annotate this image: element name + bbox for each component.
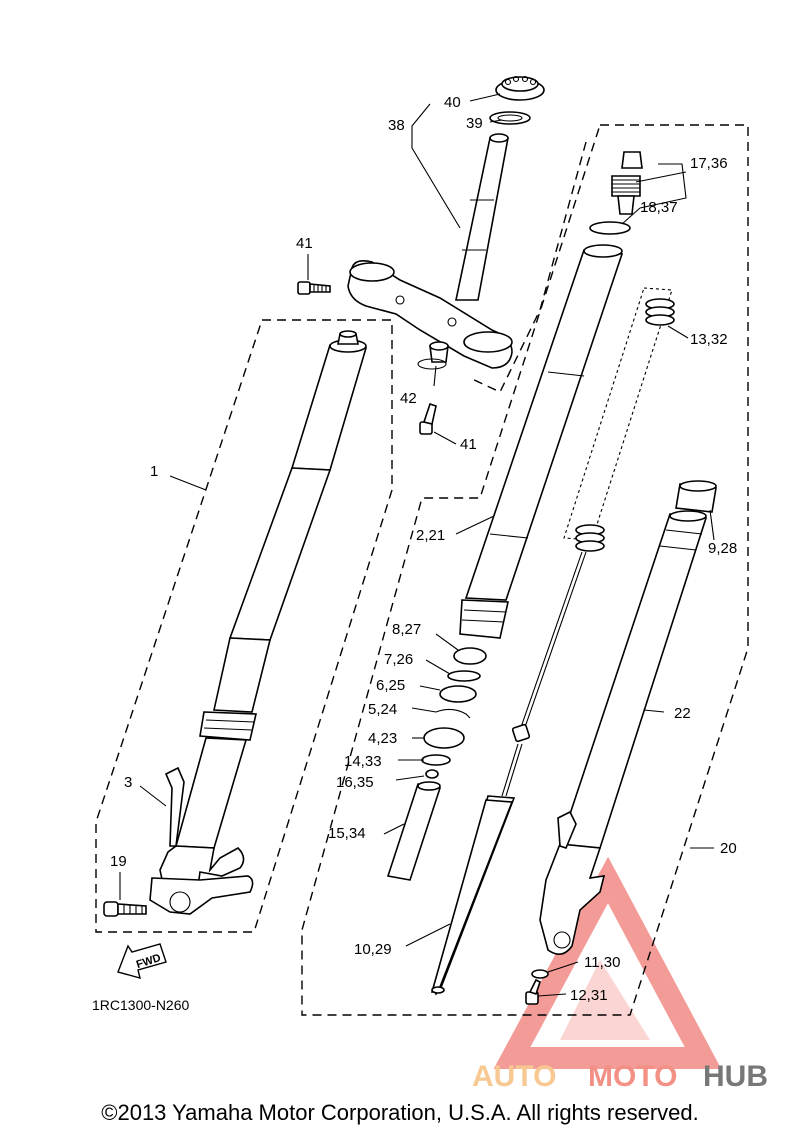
label-38: 38: [388, 117, 405, 134]
cap-bolt-17-36: [611, 151, 643, 215]
label-4-23: 4,23: [368, 730, 397, 747]
clip-5-24: [435, 708, 471, 719]
seal-8-27: [453, 647, 487, 665]
fork-spring-13-32: [563, 287, 675, 552]
o-ring-18-37: [589, 221, 631, 235]
watermark-logo: AUTO MOTO HUB: [472, 856, 768, 1093]
fork-assembly-1: [149, 330, 368, 915]
assembly-20-outline: [301, 124, 749, 1016]
watermark-auto: AUTO: [472, 1060, 556, 1093]
label-15-34: 15,34: [328, 825, 366, 842]
label-12-31: 12,31: [570, 987, 608, 1004]
label-41-upper: 41: [296, 235, 313, 252]
washer-11-30: [531, 969, 549, 979]
label-40: 40: [444, 94, 461, 111]
label-18-37: 18,37: [640, 199, 678, 216]
ring-14-33: [421, 754, 451, 766]
steering-stem: [455, 75, 545, 301]
label-13-32: 13,32: [690, 331, 728, 348]
seal-6-25: [439, 685, 477, 703]
label-17-36: 17,36: [690, 155, 728, 172]
dust-seal-4-23: [423, 727, 465, 749]
label-5-24: 5,24: [368, 701, 397, 718]
label-2-21: 2,21: [416, 527, 445, 544]
bushing-9-28: [675, 480, 717, 513]
label-22: 22: [674, 705, 691, 722]
copyright-notice: ©2013 Yamaha Motor Corporation, U.S.A. A…: [101, 1100, 699, 1125]
leader-lines: [119, 93, 715, 997]
bolt-41-lower: [419, 402, 437, 435]
label-41-lower: 41: [460, 436, 477, 453]
part-labels: 40 38 39 17,36 18,37 41 13,32 42 41 1 2,…: [110, 94, 737, 1004]
group-outlines: [95, 124, 749, 1016]
label-3: 3: [124, 774, 132, 791]
bolt-41-upper: [297, 281, 331, 295]
piece-16-35: [425, 769, 439, 779]
watermark-moto: MOTO: [588, 1060, 677, 1093]
under-bracket: [347, 260, 513, 370]
bolt-19: [103, 901, 147, 917]
watermark-hub: HUB: [703, 1060, 768, 1093]
label-6-25: 6,25: [376, 677, 405, 694]
label-42: 42: [400, 390, 417, 407]
inner-tube-22: [539, 510, 708, 955]
diagram-code: 1RC1300-N260: [92, 997, 189, 1013]
cylinder-15-34: [386, 781, 442, 881]
label-7-26: 7,26: [384, 651, 413, 668]
label-19: 19: [110, 853, 127, 870]
label-11-30: 11,30: [584, 954, 620, 971]
label-9-28: 9,28: [708, 540, 737, 557]
damper-rod: [430, 551, 587, 996]
label-16-35: 16,35: [336, 774, 374, 791]
label-10-29: 10,29: [354, 941, 392, 958]
washer-7-26: [447, 670, 481, 682]
label-1: 1: [150, 463, 158, 480]
fwd-arrow: FWD: [117, 943, 167, 979]
label-39: 39: [466, 115, 483, 132]
label-14-33: 14,33: [344, 753, 382, 770]
label-20: 20: [720, 840, 737, 857]
outer-tube-2-21: [459, 244, 624, 639]
bolt-12-31: [525, 978, 541, 1005]
label-8-27: 8,27: [392, 621, 421, 638]
